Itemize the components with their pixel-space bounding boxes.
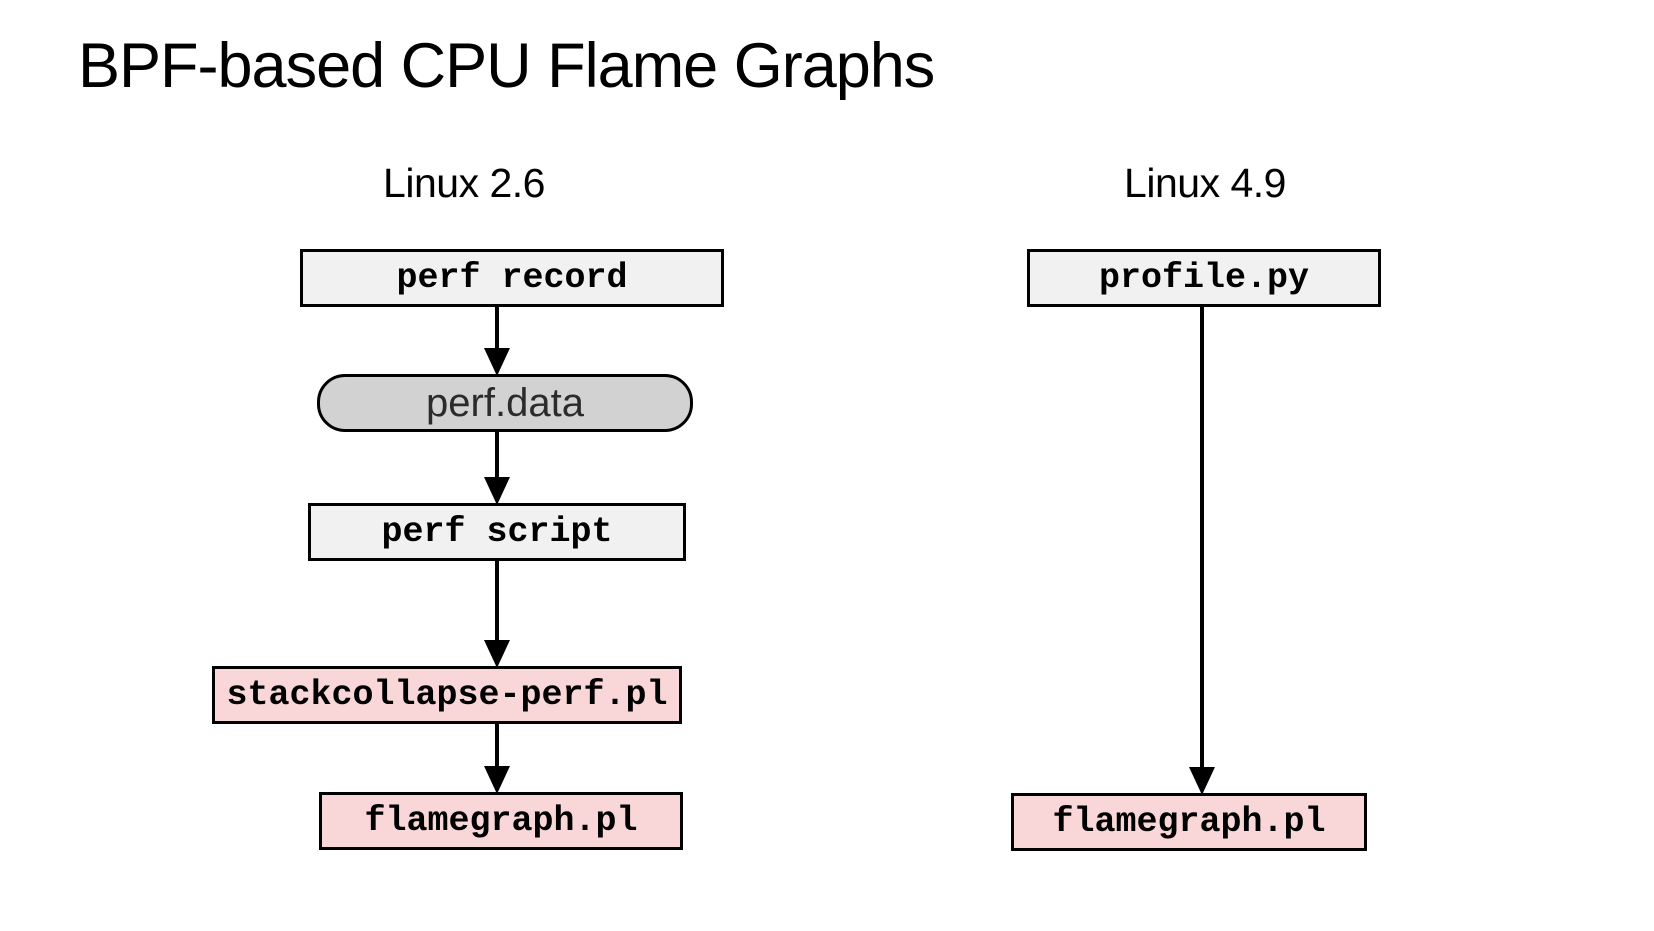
column-header-linux-4-9: Linux 4.9 (1124, 160, 1286, 206)
arrow-stackcollapse-to-flamegraph (484, 722, 510, 794)
arrow-profile-py-to-flamegraph (1189, 305, 1215, 795)
node-perf-script: perf script (308, 503, 686, 561)
arrow-perf-script-to-stackcollapse (484, 559, 510, 668)
node-perf-data: perf.data (317, 374, 693, 432)
node-profile-py: profile.py (1027, 249, 1381, 307)
arrow-perf-data-to-perf-script (484, 430, 510, 505)
node-flamegraph-pl-right: flamegraph.pl (1011, 793, 1367, 851)
node-stackcollapse-perf-pl: stackcollapse-perf.pl (212, 666, 682, 724)
node-perf-record: perf record (300, 249, 724, 307)
node-flamegraph-pl-left: flamegraph.pl (319, 792, 683, 850)
column-header-linux-2-6: Linux 2.6 (383, 160, 545, 206)
page-title: BPF-based CPU Flame Graphs (78, 31, 935, 101)
arrow-perf-record-to-perf-data (484, 306, 510, 376)
